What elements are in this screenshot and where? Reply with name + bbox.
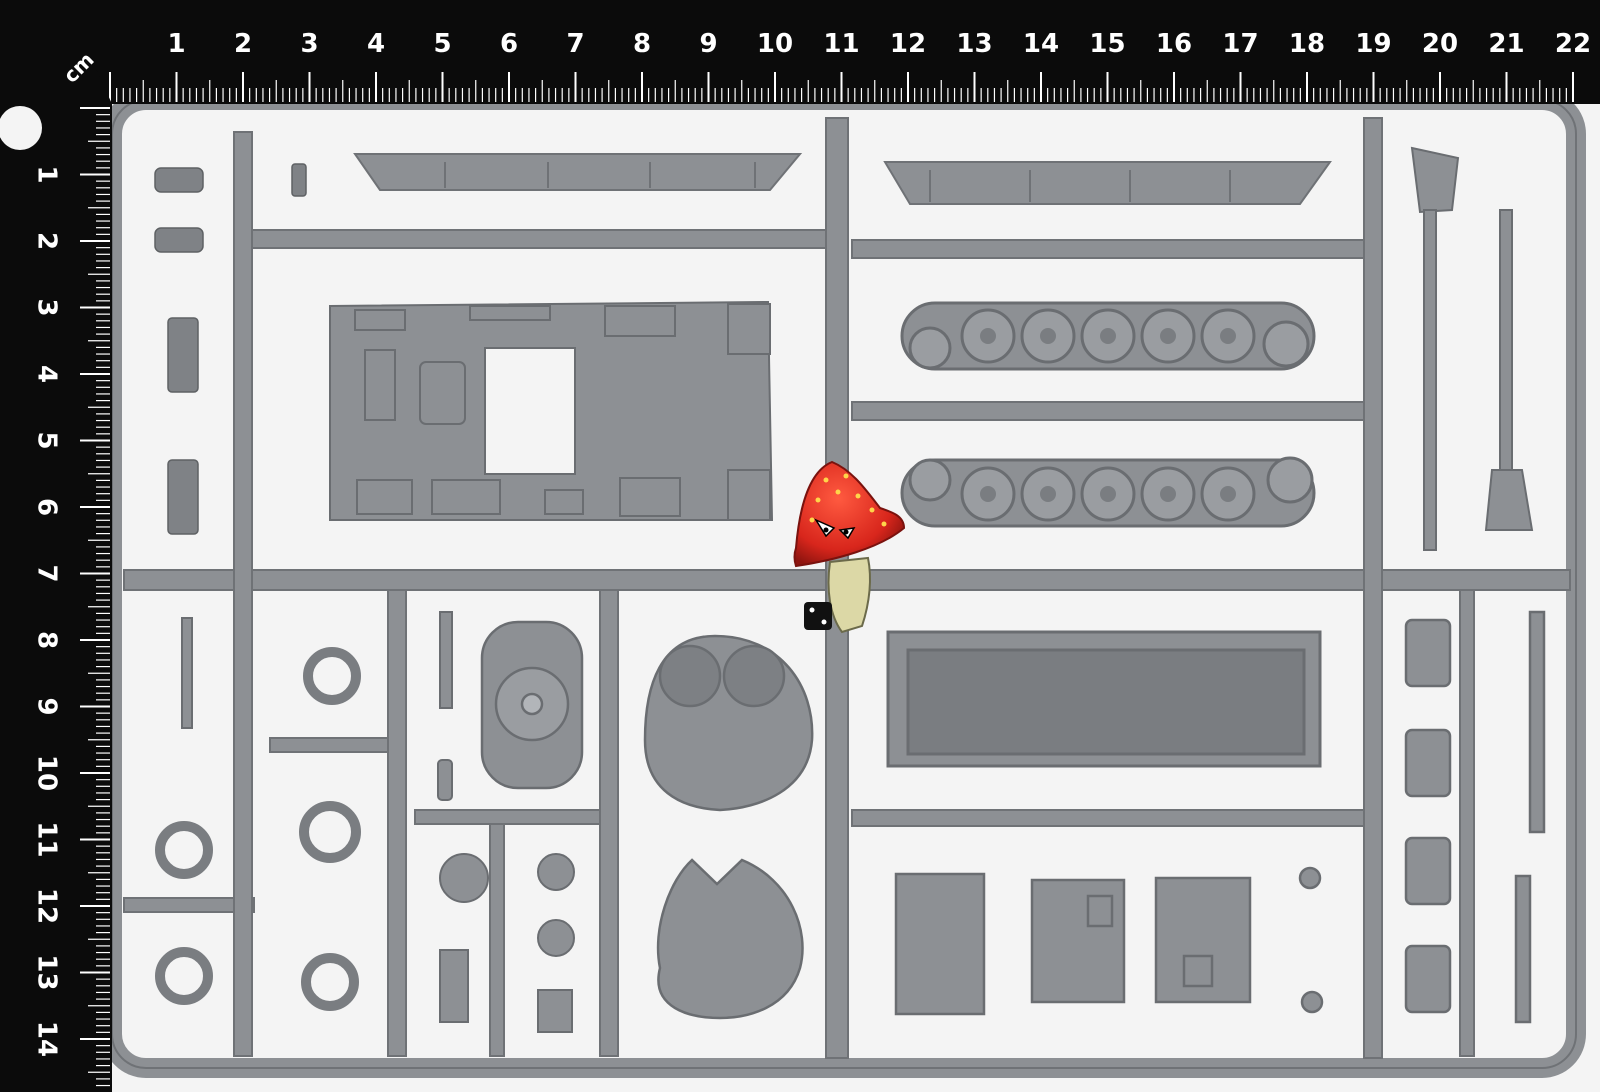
ruler-top-number: 22 [1555, 29, 1591, 59]
ruler-top-number: 4 [367, 29, 385, 59]
ruler-top-number: 5 [433, 29, 451, 59]
ring-parts [155, 647, 361, 1011]
ruler-top-number: 12 [890, 29, 926, 59]
ruler-left-number: 14 [32, 1021, 62, 1057]
ruler-top-number: 10 [757, 29, 793, 59]
ruler-left-number: 13 [32, 954, 62, 990]
ruler-top-number: 16 [1156, 29, 1192, 59]
round-plates [480, 620, 814, 1020]
open-box [886, 630, 1322, 768]
ruler-left-number: 1 [32, 165, 62, 183]
track-lower [900, 456, 1316, 528]
ruler-top-number: 6 [500, 29, 518, 59]
ruler-top-number: 21 [1488, 29, 1524, 59]
ruler-left-number: 6 [32, 498, 62, 516]
ruler-left-number: 7 [32, 564, 62, 582]
ruler-top-number: 19 [1355, 29, 1391, 59]
ruler-top-number: 11 [823, 29, 859, 59]
hull-part [329, 300, 774, 521]
side-plates [353, 153, 1332, 205]
ruler-left-number: 11 [32, 821, 62, 857]
ruler-top-number: 20 [1422, 29, 1458, 59]
ruler-top-number: 3 [300, 29, 318, 59]
small-bits [181, 611, 575, 1033]
barrels [1298, 610, 1546, 1024]
ruler-left-number: 4 [32, 365, 62, 383]
ruler-top-number: 15 [1089, 29, 1125, 59]
panels [894, 872, 1252, 1016]
track-upper [900, 301, 1316, 371]
ruler-top-number: 9 [699, 29, 717, 59]
ruler-left-number: 12 [32, 888, 62, 924]
ruler-left-number: 5 [32, 431, 62, 449]
ruler-top-number: 17 [1222, 29, 1258, 59]
ruler-top-number: 18 [1289, 29, 1325, 59]
ruler-top-number: 8 [633, 29, 651, 59]
ruler-left-number: 3 [32, 298, 62, 316]
ruler-left-number: 8 [32, 631, 62, 649]
ruler-top-number: 13 [956, 29, 992, 59]
ruler-top-number: 2 [234, 29, 252, 59]
mushroom-mascot-icon [793, 460, 906, 634]
ruler-top-number: 7 [566, 29, 584, 59]
ruler-left-number: 2 [32, 232, 62, 250]
ruler-top-number: 14 [1023, 29, 1059, 59]
ruler-left-number: 10 [32, 755, 62, 791]
ruler-left-number: 9 [32, 697, 62, 715]
tool-parts [1410, 146, 1534, 551]
ruler-top-number: 1 [167, 29, 185, 59]
small-track-links [154, 163, 307, 535]
